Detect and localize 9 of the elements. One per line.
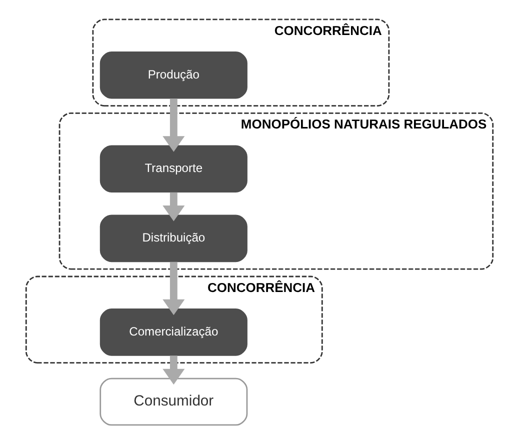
node-box: Distribuição <box>99 214 247 262</box>
arrow <box>162 98 184 152</box>
node-box: Produção <box>99 51 247 99</box>
arrow <box>162 356 184 385</box>
node-box: Transporte <box>99 145 247 193</box>
arrow <box>162 262 184 316</box>
arrow <box>162 192 184 222</box>
node-box: Consumidor <box>99 378 248 426</box>
node-box: Comercialização <box>99 308 247 356</box>
